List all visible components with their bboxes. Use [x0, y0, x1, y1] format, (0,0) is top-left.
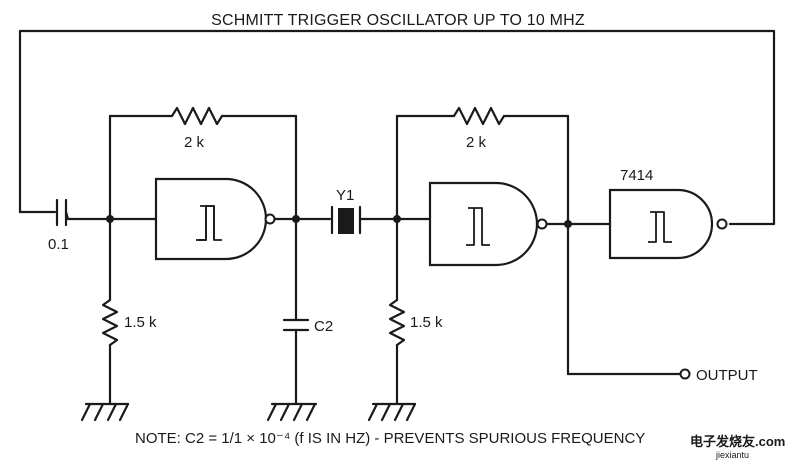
resistor-1-5k-2	[388, 298, 406, 347]
ground-symbol	[80, 402, 130, 422]
resistor-1-5k-2-label: 1.5 k	[410, 314, 443, 331]
resistor-2k-1-label: 2 k	[184, 134, 205, 151]
gate-1-output-bubble	[264, 213, 276, 225]
feedback-loop-wire	[18, 29, 776, 226]
schmitt-gate-3	[608, 188, 714, 260]
schmitt-gate-2	[428, 181, 539, 267]
capacitor-c2	[282, 318, 310, 332]
resistor-1-5k-1	[101, 298, 119, 347]
crystal-y1-label: Y1	[336, 187, 354, 204]
wire-cap-to-node-a	[64, 210, 70, 221]
schmitt-gate-1	[154, 177, 268, 261]
watermark-brand: 电子发烧友.com	[690, 434, 785, 449]
resistor-2k-1	[170, 106, 224, 126]
resistor-2k-2	[452, 106, 506, 126]
output-label: OUTPUT	[696, 367, 758, 384]
watermark-logo: 电子发烧友.com jiexiantu	[676, 427, 800, 462]
diagram-title: SCHMITT TRIGGER OSCILLATOR UP TO 10 MHZ	[211, 12, 585, 29]
resistor-2k-2-label: 2 k	[466, 134, 487, 151]
ic-7414-label: 7414	[620, 167, 653, 184]
capacitor-0-1-label: 0.1	[48, 236, 69, 253]
capacitor-0-1	[55, 198, 68, 227]
output-terminal	[679, 368, 691, 380]
gate-3-output-bubble	[716, 218, 728, 230]
watermark-site: jiexiantu	[715, 450, 749, 460]
footnote: NOTE: C2 = 1/1 × 10⁻⁴ (f IS IN HZ) - PRE…	[135, 430, 645, 447]
junction-dot	[106, 215, 114, 223]
crystal-y1	[330, 205, 362, 235]
ground-symbol	[266, 402, 318, 422]
ground-symbol	[367, 402, 417, 422]
capacitor-c2-label: C2	[314, 318, 333, 335]
gate-2-output-bubble	[536, 218, 548, 230]
resistor-1-5k-1-label: 1.5 k	[124, 314, 157, 331]
